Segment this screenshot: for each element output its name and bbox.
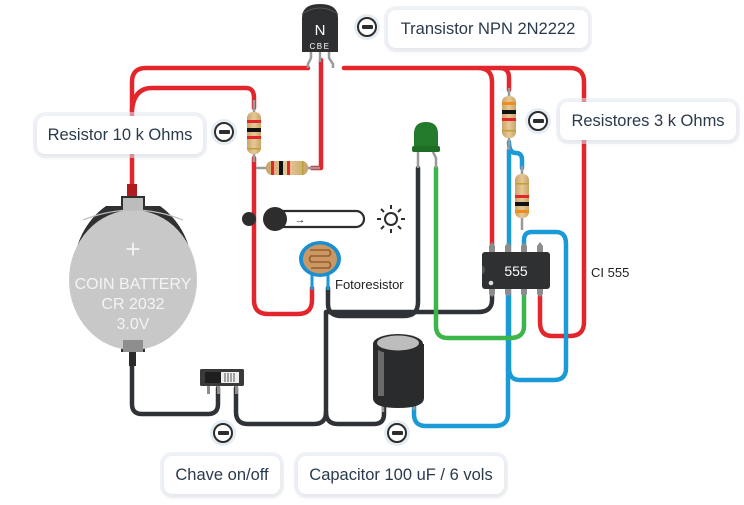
wire-red-battery-to-resistor10k[interactable] (129, 85, 257, 113)
wire-black-battery-to-switch[interactable] (129, 363, 221, 417)
resistor-10k-vertical[interactable] (247, 100, 261, 162)
wire-blue-capacitor-to-555[interactable] (411, 291, 511, 429)
switch-callout: Chave on/off (164, 456, 280, 494)
minus-icon (528, 111, 548, 131)
wire-black-switch-to-capacitor[interactable] (233, 309, 329, 427)
wire-blue-resistor-chain[interactable] (506, 147, 569, 383)
slider-thumb[interactable] (263, 207, 287, 231)
electrolytic-capacitor[interactable] (373, 334, 424, 412)
ic-555-label: CI 555 (591, 265, 630, 280)
resistor-10k-horizontal[interactable] (256, 161, 320, 175)
capacitor-remove-button[interactable] (384, 420, 410, 446)
resistors-3k-remove-button[interactable] (525, 108, 551, 134)
wire-red-resistor10k-to-ldr[interactable] (251, 155, 315, 317)
battery-plus: + (125, 234, 140, 264)
green-led[interactable] (412, 122, 440, 168)
resistor-10k-callout: Resistor 10 k Ohms (37, 116, 203, 154)
photoresistor[interactable] (299, 241, 341, 290)
resistors-3k-label: Resistores 3 k Ohms (571, 111, 725, 130)
wire-black-ldr-to-led[interactable] (325, 165, 421, 319)
sun-icon (377, 205, 405, 233)
coin-battery[interactable]: + COIN BATTERY CR 2032 3.0V (69, 184, 197, 366)
wire-black-ground-to-capacitor[interactable] (323, 395, 387, 427)
switch-label: Chave on/off (175, 465, 269, 484)
wire-red-top-to-right-rail[interactable] (497, 65, 587, 339)
photoresistor-label: Fotoresistor (335, 277, 404, 292)
minus-icon (387, 423, 407, 443)
transistor-label: Transistor NPN 2N2222 (400, 19, 576, 38)
switch-remove-button[interactable] (210, 420, 236, 446)
slider-arrow: → (295, 214, 306, 226)
on-off-switch[interactable] (200, 369, 244, 394)
wire-green-led-to-555[interactable] (433, 165, 527, 341)
transistor-callout: Transistor NPN 2N2222 (388, 10, 588, 48)
resistor-10k-remove-button[interactable] (211, 119, 237, 145)
battery-label-3: 3.0V (117, 316, 150, 333)
minus-icon (214, 122, 234, 142)
wire-black-to-555-gnd[interactable] (325, 291, 495, 315)
minus-icon (213, 423, 233, 443)
transistor-pins: CBE (310, 42, 331, 51)
capacitor-label: Capacitor 100 uF / 6 vols (309, 465, 493, 484)
resistor-10k-label: Resistor 10 k Ohms (47, 125, 193, 144)
wires (129, 57, 587, 429)
resistors-3k-callout: Resistores 3 k Ohms (560, 102, 736, 140)
transistor-remove-button[interactable] (354, 14, 380, 40)
battery-label-2: CR 2032 (101, 296, 164, 313)
transistor-letter: N (315, 22, 326, 39)
light-level-slider[interactable]: → (242, 205, 405, 233)
battery-label-1: COIN BATTERY (75, 276, 192, 293)
resistor-3k-top[interactable] (502, 88, 516, 150)
minus-icon (357, 17, 377, 37)
wire-red-battery-to-transistor-c[interactable] (129, 65, 311, 195)
wire-red-transistor-b-to-resistor[interactable] (309, 57, 324, 171)
slider-endpoint-dark (242, 212, 256, 226)
capacitor-callout: Capacitor 100 uF / 6 vols (298, 456, 504, 494)
ic-555[interactable]: 555 (482, 242, 550, 297)
ic-chip-text: 555 (504, 263, 528, 279)
transistor[interactable]: N CBE (301, 4, 339, 68)
resistor-3k-bottom[interactable] (515, 166, 529, 230)
